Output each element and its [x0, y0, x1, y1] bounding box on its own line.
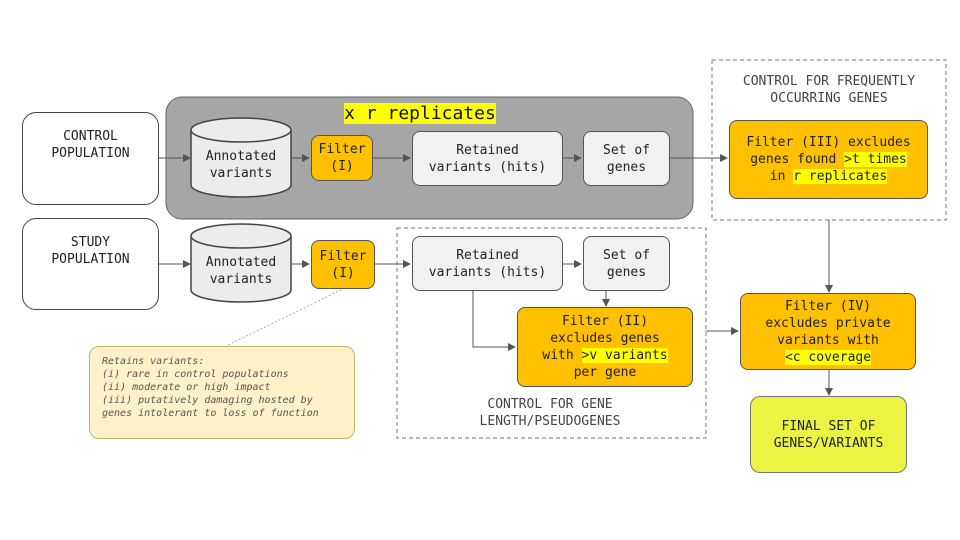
retained-variants-box-bottom: Retained variants (hits): [412, 236, 563, 291]
annotated-variants-top-line2: variants: [209, 166, 273, 181]
filter-iii-line2: genes found >t times: [750, 151, 907, 168]
frequent-genes-line2: OCCURRING GENES: [770, 91, 888, 106]
set-of-genes-top-line2: genes: [606, 159, 647, 175]
retained-variants-bottom-line2: variants (hits): [428, 264, 547, 280]
annotated-variants-cylinder-top: [190, 117, 292, 198]
set-of-genes-bottom-line1: Set of: [603, 247, 650, 263]
filter-iii-line1: Filter (III) excludes: [746, 135, 911, 150]
retained-variants-box-top: Retained variants (hits): [412, 131, 563, 186]
filter-iii-box: Filter (III) excludes genes found >t tim…: [729, 120, 928, 199]
final-set-box: FINAL SET OF GENES/VARIANTS: [750, 396, 907, 473]
set-of-genes-box-top: Set of genes: [583, 131, 670, 186]
filter-ii-line3-text: with: [542, 348, 582, 363]
filter-i-bottom-line1: Filter: [319, 248, 367, 264]
filter-i-top-line1: Filter: [318, 142, 366, 157]
filter-i-box-top: Filter (I): [311, 135, 373, 181]
gene-length-group: [396, 227, 707, 439]
replicates-label-text: x r replicates: [344, 103, 496, 124]
frequent-genes-title: CONTROL FOR FREQUENTLY OCCURRING GENES: [712, 73, 946, 107]
filter-ii-line4: per gene: [573, 365, 637, 380]
set-of-genes-bottom-line2: genes: [606, 264, 647, 280]
annotated-variants-bottom-line1: Annotated: [205, 255, 277, 270]
filter-i-note: Retains variants: (i) rare in control po…: [89, 346, 355, 439]
gene-length-line2: LENGTH/PSEUDOGENES: [479, 414, 621, 429]
retained-variants-bottom-line1: Retained: [456, 247, 519, 263]
study-population-line2: POPULATION: [51, 252, 130, 267]
note-line-1: Retains variants:: [102, 356, 205, 367]
filter-iv-coverage-c: <c coverage: [784, 349, 872, 365]
filter-iv-line4: <c coverage: [784, 349, 872, 366]
final-set-line2: GENES/VARIANTS: [773, 435, 884, 451]
set-of-genes-box-bottom: Set of genes: [583, 236, 670, 291]
annotated-variants-bottom-line2: variants: [209, 272, 273, 287]
filter-i-box-bottom: Filter (I): [311, 240, 375, 289]
filter-ii-line2: excludes genes: [550, 331, 660, 346]
note-line-3: (ii) moderate or high impact: [102, 382, 271, 393]
control-population-box: CONTROL POPULATION: [22, 112, 159, 205]
filter-ii-threshold-v: >v variants: [581, 348, 668, 363]
note-line-5: genes intolerant to loss of function: [102, 408, 319, 419]
study-population-line1: STUDY: [70, 235, 111, 250]
note-line-4: (iii) putatively damaging hosted by: [102, 395, 313, 406]
annotated-variants-cylinder-bottom: [190, 223, 292, 303]
annotated-variants-top-line1: Annotated: [205, 149, 277, 164]
annotated-variants-top: Annotated variants: [191, 145, 291, 185]
gene-length-title: CONTROL FOR GENE LENGTH/PSEUDOGENES: [440, 396, 660, 430]
retained-variants-top-line1: Retained: [456, 142, 519, 158]
filter-iv-line2: excludes private: [765, 315, 891, 331]
frequent-genes-line1: CONTROL FOR FREQUENTLY: [742, 74, 916, 89]
retained-variants-top-line2: variants (hits): [428, 159, 547, 175]
note-line-2: (i) rare in control populations: [102, 369, 289, 380]
final-set-line1: FINAL SET OF: [781, 418, 876, 434]
filter-iii-replicates-r: r replicates: [793, 169, 888, 184]
filter-ii-box: Filter (II) excludes genes with >v varia…: [517, 307, 693, 387]
filter-iii-line3-text: in: [769, 169, 794, 184]
control-population-line1: CONTROL: [63, 129, 118, 144]
filter-iv-line1: Filter (IV): [784, 298, 872, 314]
annotated-variants-bottom: Annotated variants: [191, 251, 291, 291]
filter-i-top-line2: (I): [330, 159, 354, 174]
filter-ii-line3: with >v variants: [542, 347, 668, 364]
filter-i-bottom-line2: (I): [331, 265, 355, 281]
filter-ii-line1: Filter (II): [561, 314, 649, 329]
filter-iii-threshold-t: >t times: [844, 152, 907, 167]
study-population-box: STUDY POPULATION: [22, 218, 159, 310]
control-population-line2: POPULATION: [51, 146, 130, 161]
filter-iii-line2-text: genes found: [750, 152, 845, 167]
filter-iii-line3: in r replicates: [769, 168, 888, 185]
gene-length-line1: CONTROL FOR GENE: [487, 397, 613, 412]
filter-iv-box: Filter (IV) excludes private variants wi…: [740, 293, 916, 370]
replicates-label: x r replicates: [340, 103, 500, 125]
filter-iv-line3: variants with: [777, 332, 879, 348]
set-of-genes-top-line1: Set of: [603, 142, 650, 158]
